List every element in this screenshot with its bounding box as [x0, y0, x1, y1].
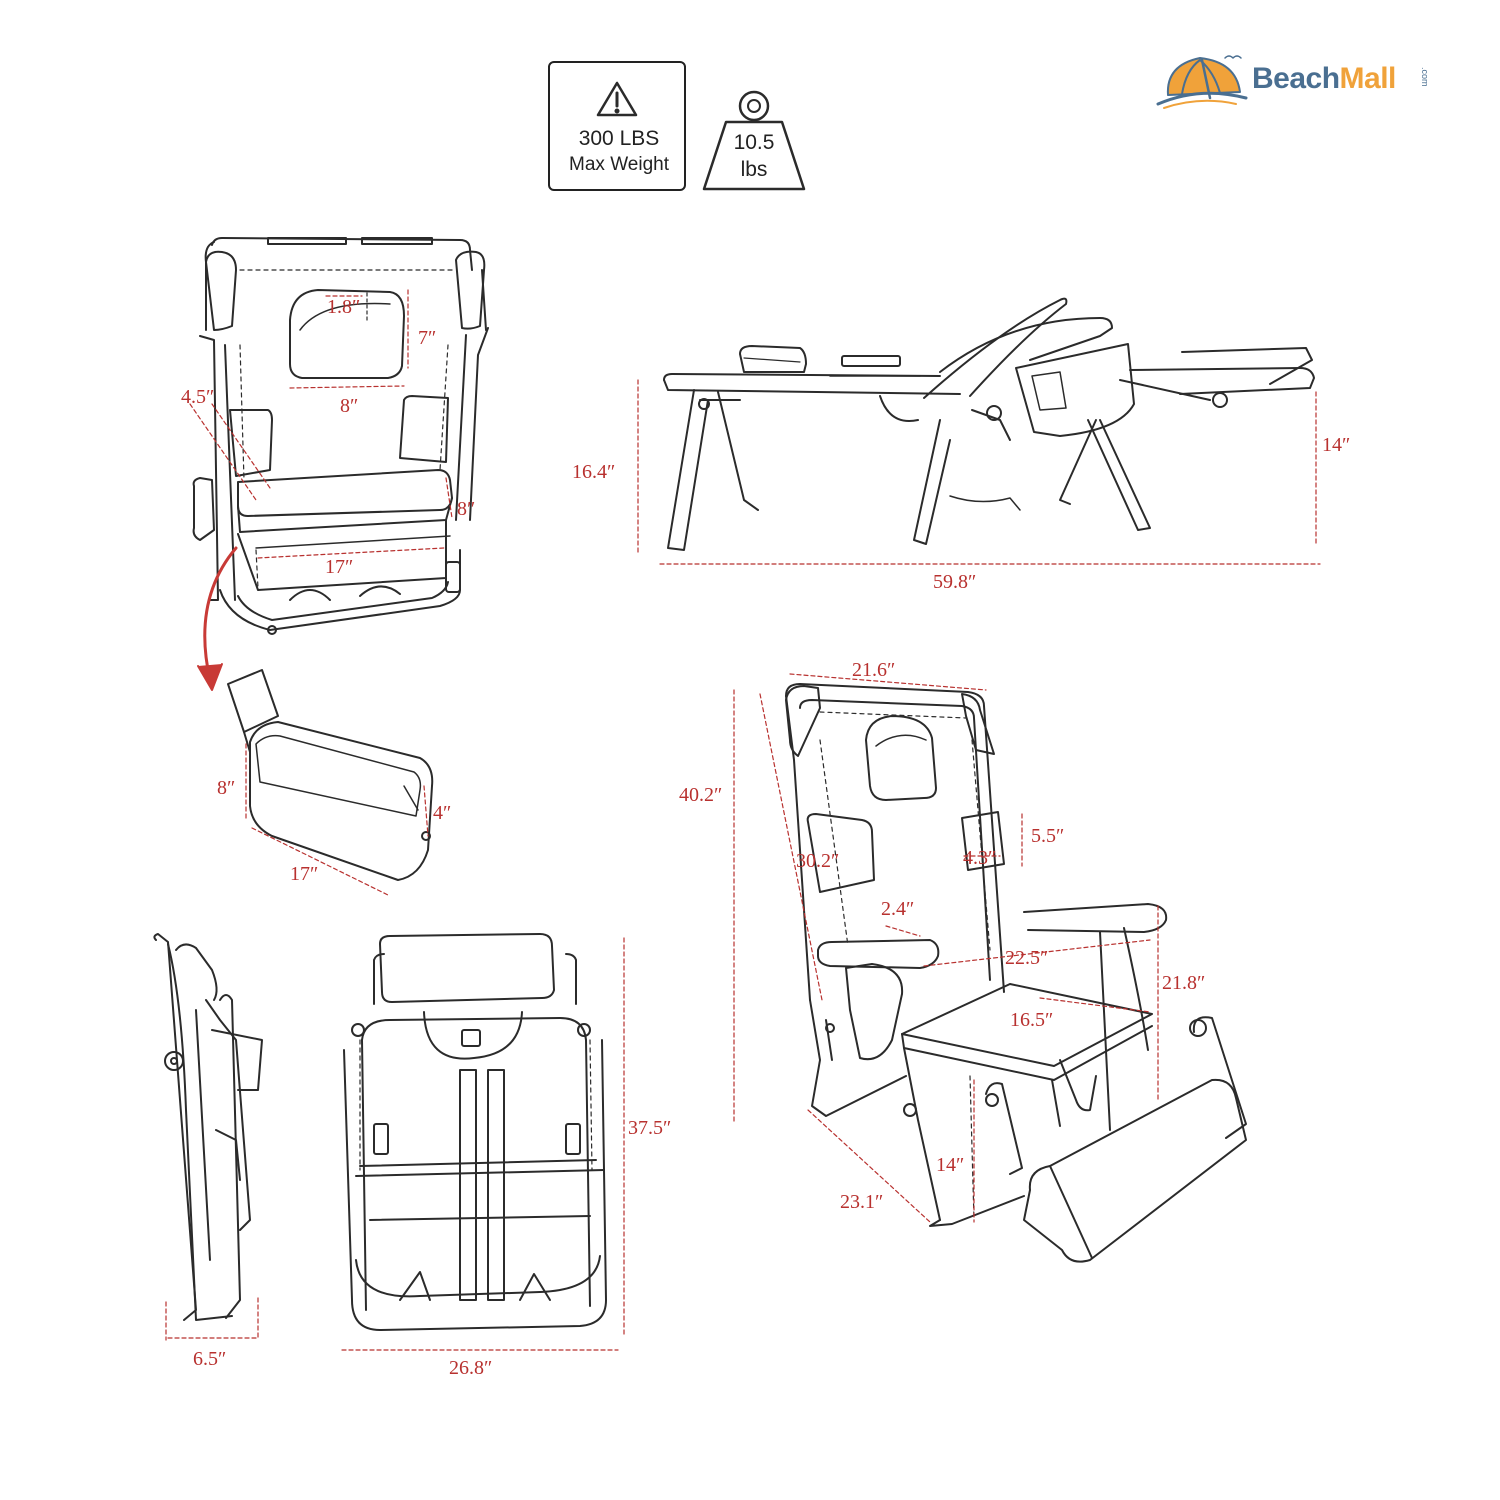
weight-unit: lbs — [740, 158, 768, 181]
dim-folded-height: 37.5″ — [628, 1117, 672, 1139]
dim-folded-width: 26.8″ — [449, 1357, 493, 1379]
dim-armrest-length: 22.5″ — [1005, 947, 1049, 969]
dim-headrest-depth: 1.8″ — [327, 296, 361, 318]
warning-icon — [596, 81, 638, 117]
dim-lounge-height-foot: 14″ — [1322, 434, 1351, 456]
dim-armrest-width: 2.4″ — [881, 898, 915, 920]
dim-cooler-slot-height: 8″ — [457, 498, 476, 520]
remove-cooler-arrow — [203, 546, 238, 682]
dim-headrest-height: 7″ — [418, 327, 437, 349]
weight-icon — [702, 90, 806, 191]
arrow-head-icon — [197, 663, 223, 691]
dim-lounge-height-back: 16.4″ — [572, 461, 616, 483]
dim-side-strap: 4.5″ — [181, 386, 215, 408]
dim-folded-thickness: 6.5″ — [193, 1348, 227, 1370]
dim-arm-height: 21.8″ — [1162, 972, 1206, 994]
dim-cooler-slot-width: 17″ — [325, 556, 354, 578]
cooler-bag — [227, 669, 434, 881]
dim-chair-depth: 23.1″ — [840, 1191, 884, 1213]
max-weight-label: Max Weight — [569, 154, 669, 175]
chair-back-view — [192, 237, 489, 635]
dim-cooler-height: 8″ — [217, 777, 236, 799]
brand-logo-text: BeachMall — [1252, 62, 1396, 96]
dim-chair-total-height: 40.2″ — [679, 784, 723, 806]
folded-side-view — [153, 933, 263, 1321]
brand-suffix: .com — [1420, 67, 1430, 87]
dim-headrest-width: 8″ — [340, 395, 359, 417]
dim-chair-back-width: 21.6″ — [852, 659, 896, 681]
weight-value: 10.5 — [733, 131, 775, 154]
dim-chair-back-height: 30.2″ — [796, 850, 840, 872]
dim-cooler-width: 17″ — [290, 863, 319, 885]
folded-front-view — [343, 933, 607, 1331]
brand-name-part2: Mall — [1339, 62, 1397, 95]
dim-seat-height: 14″ — [936, 1154, 965, 1176]
beach-umbrella-logo-icon — [1156, 55, 1248, 109]
dim-lounge-length: 59.8″ — [933, 571, 977, 593]
dimension-lines — [165, 289, 1321, 1351]
brand-name-part1: Beach — [1252, 62, 1340, 95]
dim-pocket-height: 5.5″ — [1031, 825, 1065, 847]
dim-seat-width: 16.5″ — [1010, 1009, 1054, 1031]
max-weight-badge: 300 LBS Max Weight — [548, 61, 686, 191]
lounge-side-view — [663, 297, 1315, 551]
dim-cooler-depth: 4″ — [433, 802, 452, 824]
max-weight-value: 300 LBS — [578, 127, 660, 150]
upright-chair-view — [785, 683, 1247, 1263]
dim-pocket-width: 4.3″ — [963, 847, 997, 869]
